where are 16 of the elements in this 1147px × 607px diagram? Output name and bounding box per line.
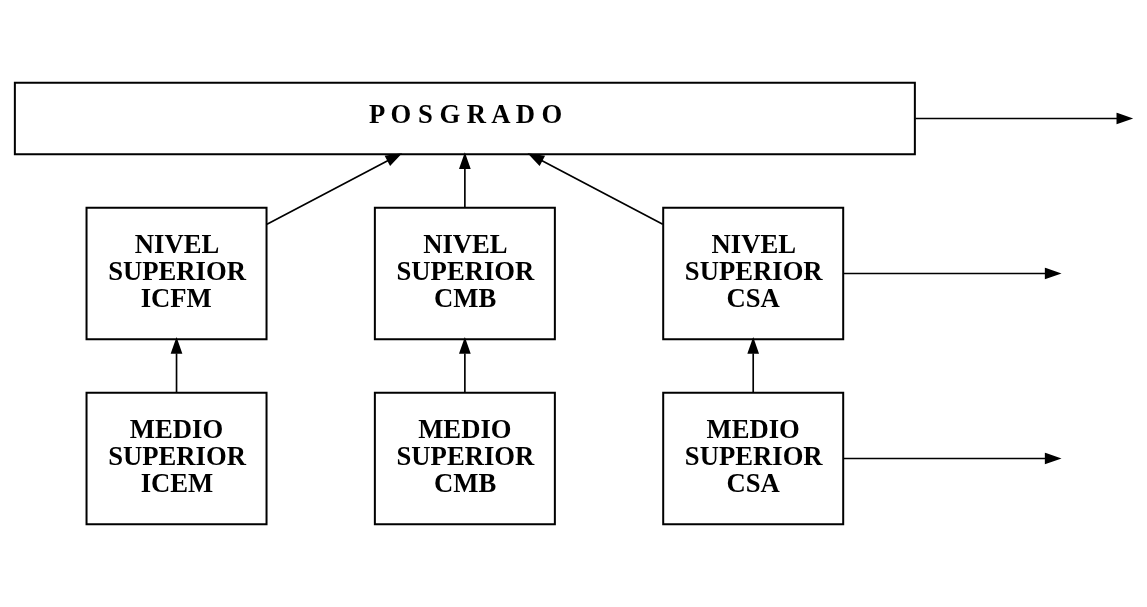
node-box: MEDIO SUPERIOR CSA (662, 391, 845, 526)
arrow (914, 112, 1134, 125)
node-box: NIVEL SUPERIOR ICFM (85, 206, 268, 341)
node-box: MEDIO SUPERIOR ICEM (85, 391, 268, 526)
node-box: MEDIO SUPERIOR CMB (373, 391, 556, 526)
node-box: P O S G R A D O (13, 81, 916, 156)
arrow (266, 153, 403, 226)
arrow (527, 153, 664, 226)
arrow (747, 337, 760, 394)
arrow (459, 337, 471, 394)
node-box: NIVEL SUPERIOR CMB (373, 206, 556, 341)
arrow (842, 267, 1062, 280)
arrow (459, 152, 471, 209)
arrow (842, 452, 1062, 465)
node-box: NIVEL SUPERIOR CSA (662, 206, 845, 341)
arrow (170, 337, 183, 394)
